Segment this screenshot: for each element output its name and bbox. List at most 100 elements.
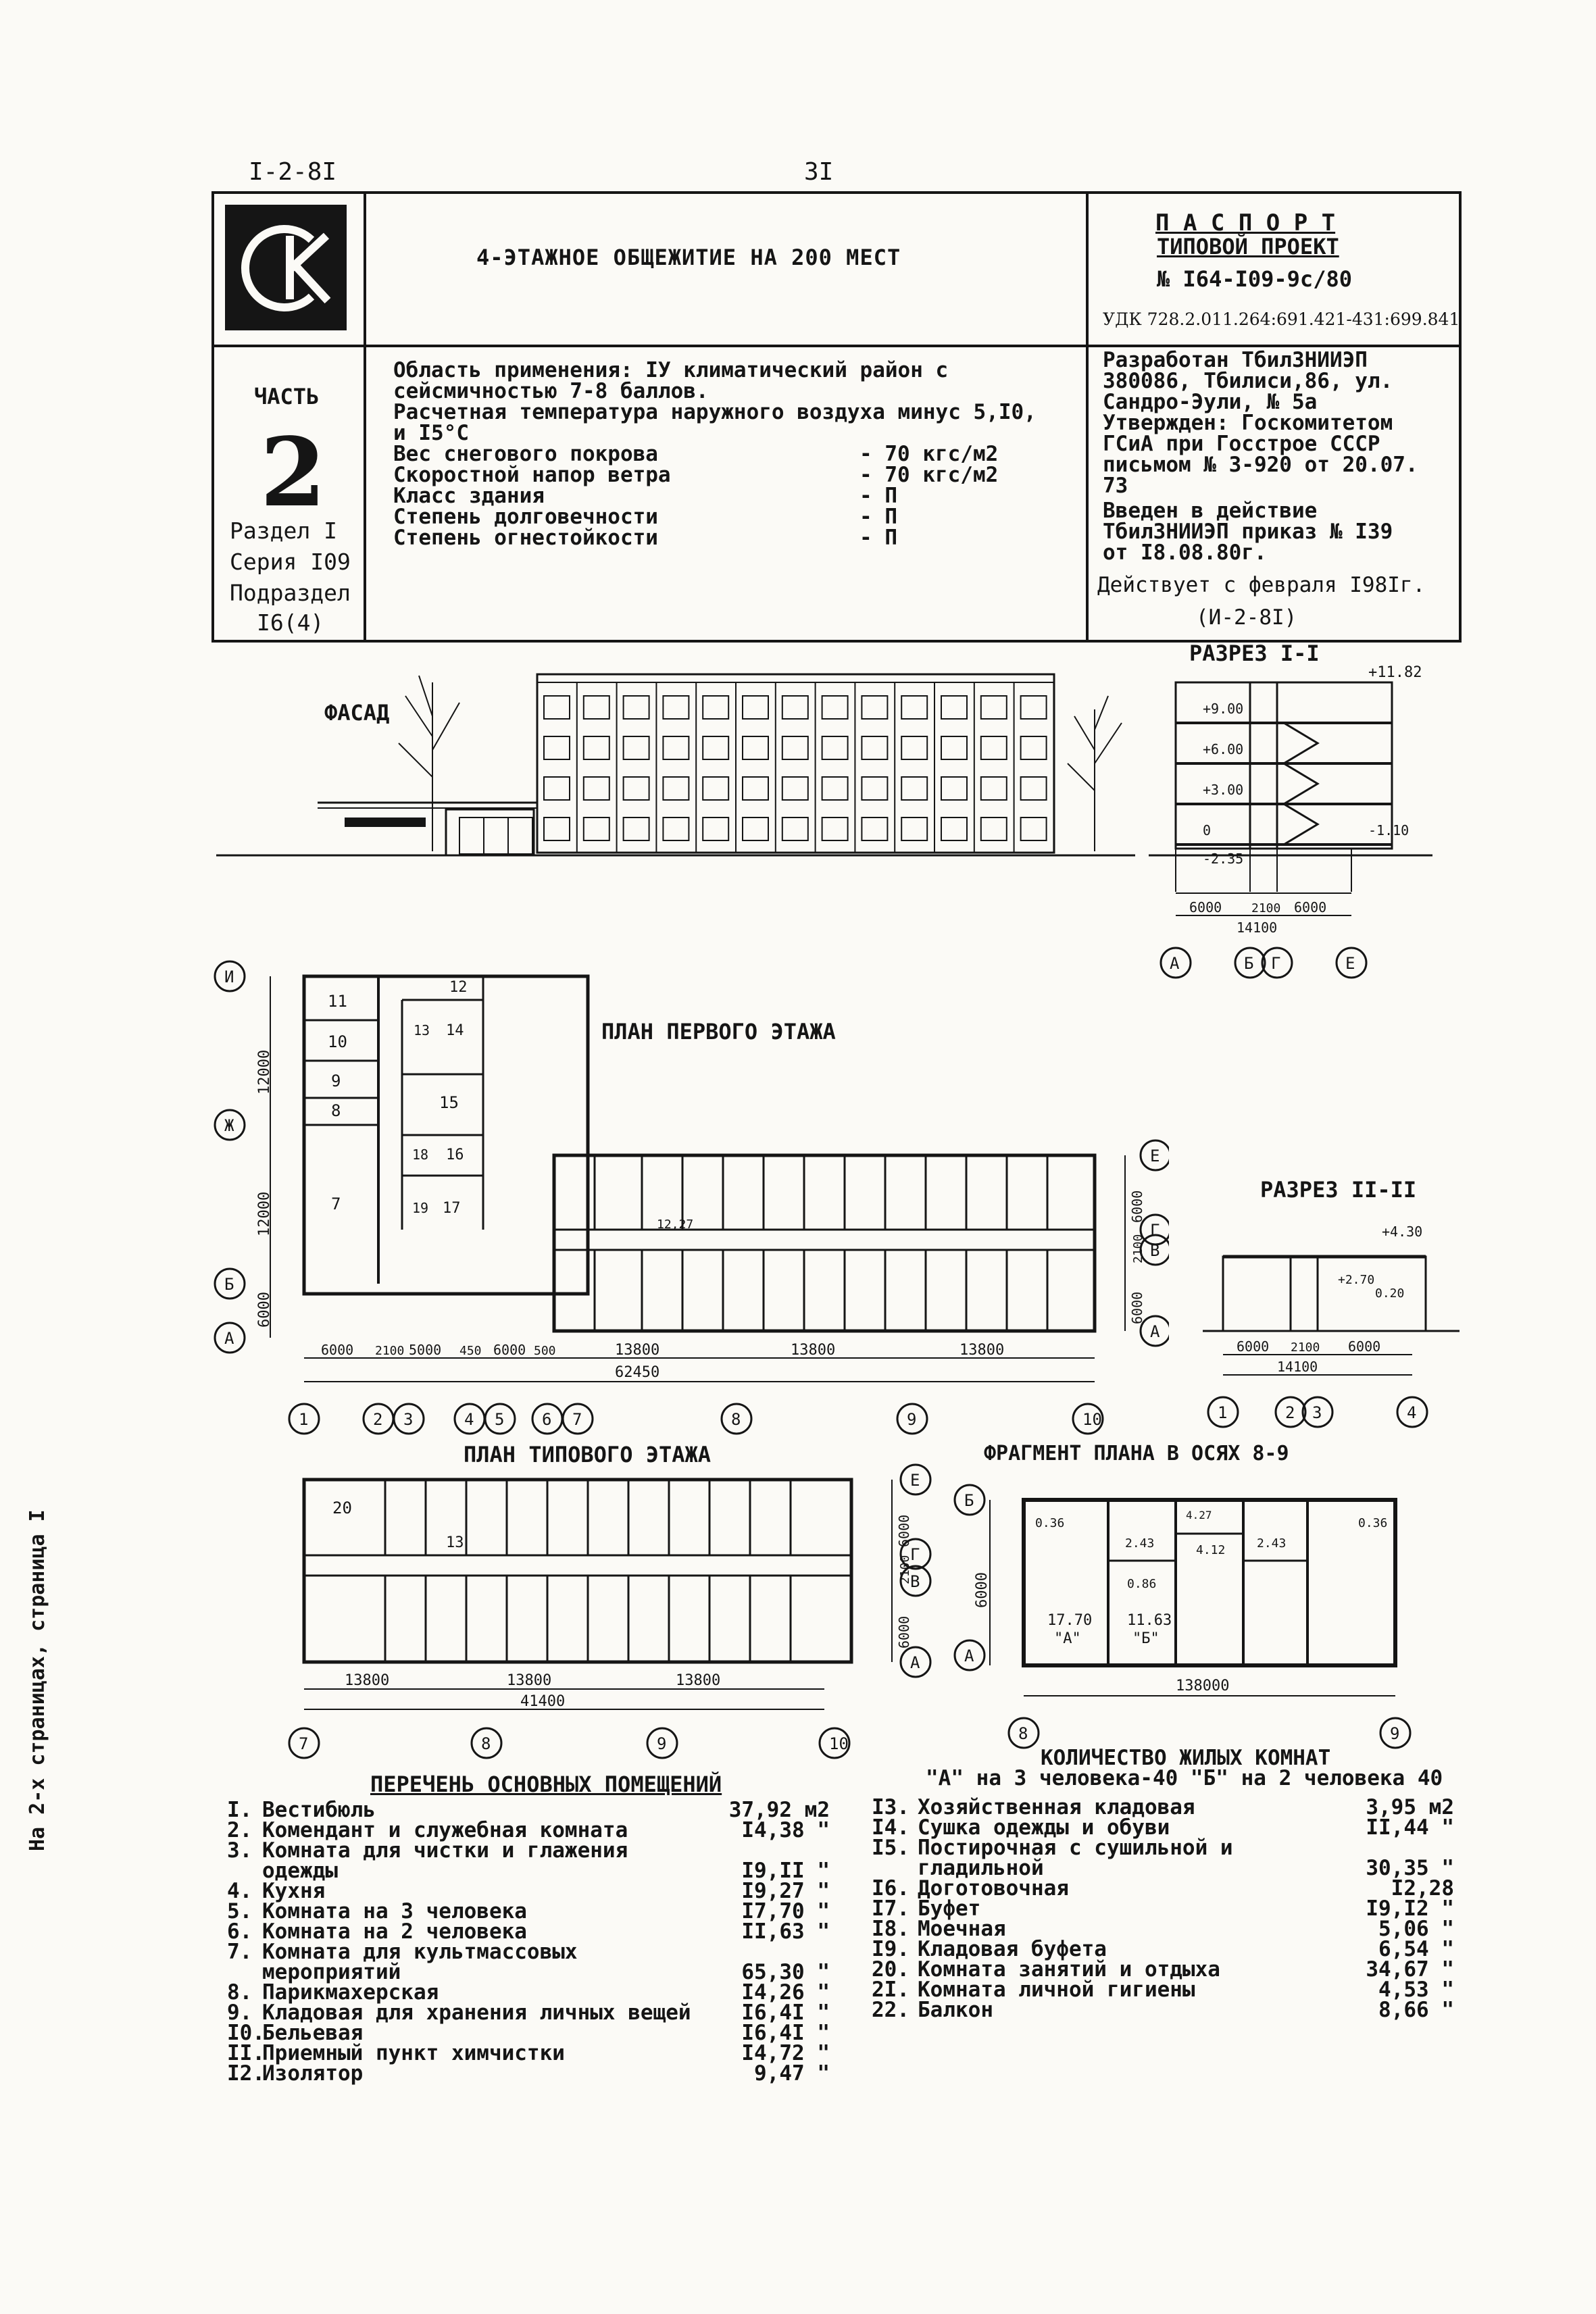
svg-text:2100: 2100: [1291, 1340, 1320, 1355]
rooms-count-title: КОЛИЧЕСТВО ЖИЛЫХ КОМНАТ: [1041, 1746, 1331, 1770]
axis-label: 10: [1082, 1410, 1102, 1429]
plan1-drawing: 11 10 9 8 7 12 13 14 15 18 16 19 17 12,2…: [214, 960, 1169, 1435]
svg-text:12000: 12000: [256, 1050, 273, 1095]
svg-text:0.86: 0.86: [1127, 1577, 1156, 1591]
axis-label: 8: [481, 1734, 491, 1753]
section2-drawing: +4.30 +2.70 0.20 6000 2100 6000 14100 1 …: [1203, 1224, 1460, 1428]
axis-label: 2: [373, 1410, 382, 1429]
svg-text:6000: 6000: [1294, 899, 1326, 915]
axis-label: 1: [299, 1410, 308, 1429]
svg-text:+9.00: +9.00: [1203, 701, 1243, 717]
side-note: На 2-х страницах, страница I: [26, 1509, 49, 1851]
svg-text:19: 19: [412, 1200, 428, 1216]
svg-text:0.36: 0.36: [1358, 1516, 1387, 1530]
svg-text:14: 14: [446, 1022, 464, 1039]
svg-text:0.20: 0.20: [1375, 1286, 1404, 1301]
subsection-number: I6(4): [257, 609, 324, 636]
part-number: 2: [260, 418, 326, 528]
svg-text:2: 2: [1285, 1403, 1295, 1422]
passport-label: П А С П О Р Т: [1155, 209, 1336, 236]
list-item: I5.Постирочная с сушильной и: [872, 1836, 1233, 1860]
svg-text:62450: 62450: [615, 1364, 659, 1381]
svg-text:13800: 13800: [676, 1672, 720, 1689]
svg-text:13800: 13800: [345, 1672, 389, 1689]
svg-text:13800: 13800: [615, 1342, 659, 1359]
svg-text:11: 11: [328, 992, 347, 1011]
svg-text:Г: Г: [1271, 954, 1280, 973]
axis-label: 9: [657, 1734, 666, 1753]
section2-title: РАЗРЕЗ II-II: [1260, 1177, 1417, 1203]
typical-plan-title: ПЛАН ТИПОВОГО ЭТАЖА: [464, 1442, 712, 1467]
code-reference: (И-2-8I): [1196, 605, 1297, 630]
svg-text:+3.00: +3.00: [1203, 782, 1243, 798]
svg-text:6000: 6000: [256, 1292, 273, 1328]
page-number: 3I: [804, 158, 834, 186]
svg-text:20: 20: [332, 1499, 352, 1517]
svg-text:12,27: 12,27: [657, 1217, 693, 1232]
axis-label: 9: [907, 1410, 916, 1429]
svg-text:500: 500: [534, 1344, 556, 1358]
svg-text:0.36: 0.36: [1035, 1516, 1064, 1530]
project-title: 4-ЭТАЖНОЕ ОБЩЕЖИТИЕ НА 200 МЕСТ: [476, 245, 901, 270]
svg-text:10: 10: [328, 1032, 347, 1051]
svg-text:138000: 138000: [1176, 1678, 1229, 1694]
svg-text:6000: 6000: [896, 1616, 912, 1649]
axis-label: И: [224, 967, 234, 986]
axis-label: 3: [403, 1410, 413, 1429]
svg-text:13: 13: [414, 1022, 430, 1038]
svg-text:6000: 6000: [1189, 899, 1222, 915]
typical-project-label: ТИПОВОЙ ПРОЕКТ: [1157, 234, 1339, 259]
svg-text:+2.70: +2.70: [1338, 1273, 1374, 1287]
svg-text:8: 8: [1018, 1724, 1028, 1743]
developer-info: Разработан ТбилЗНИИЭП 380086, Тбилиси,86…: [1103, 348, 1418, 565]
svg-text:13800: 13800: [507, 1672, 551, 1689]
axis-label: А: [910, 1653, 920, 1672]
svg-text:0: 0: [1203, 822, 1211, 838]
document-code: I-2-8I: [249, 158, 337, 186]
axis-label: Г: [1150, 1221, 1159, 1240]
fragment-title: ФРАГМЕНТ ПЛАНА В ОСЯХ 8-9: [984, 1442, 1289, 1465]
axis-label: 6: [542, 1410, 551, 1429]
axis-label: Е: [1150, 1147, 1159, 1165]
svg-text:14100: 14100: [1237, 920, 1277, 936]
svg-text:4.12: 4.12: [1196, 1543, 1225, 1557]
svg-text:17: 17: [443, 1200, 461, 1217]
svg-text:14100: 14100: [1277, 1359, 1318, 1375]
svg-text:13800: 13800: [959, 1342, 1004, 1359]
svg-text:6000: 6000: [974, 1572, 991, 1608]
svg-text:13: 13: [446, 1534, 464, 1551]
svg-text:18: 18: [412, 1147, 428, 1163]
axis-label: Г: [910, 1545, 920, 1564]
svg-text:2100: 2100: [375, 1344, 404, 1358]
svg-text:9: 9: [331, 1072, 341, 1090]
svg-text:6000: 6000: [1237, 1338, 1269, 1355]
svg-text:12: 12: [449, 979, 468, 996]
section1-drawing: +11.82 +9.00 +6.00 +3.00 0 -2.35 -1.10 6…: [1149, 664, 1432, 979]
title-block: [211, 191, 1462, 643]
axis-label: В: [1150, 1241, 1159, 1260]
facade-title: ФАСАД: [324, 700, 390, 726]
rooms-count-text: "А" на 3 человека-40 "Б" на 2 человека 4…: [926, 1766, 1443, 1790]
svg-text:8: 8: [331, 1101, 341, 1120]
svg-text:-2.35: -2.35: [1203, 851, 1243, 867]
svg-text:6000: 6000: [1129, 1292, 1145, 1324]
svg-text:2.43: 2.43: [1125, 1536, 1154, 1551]
svg-text:41400: 41400: [520, 1693, 565, 1710]
series-label: Серия I09: [230, 549, 351, 575]
svg-text:+4.30: +4.30: [1382, 1224, 1422, 1240]
level-top: +11.82: [1368, 664, 1422, 681]
